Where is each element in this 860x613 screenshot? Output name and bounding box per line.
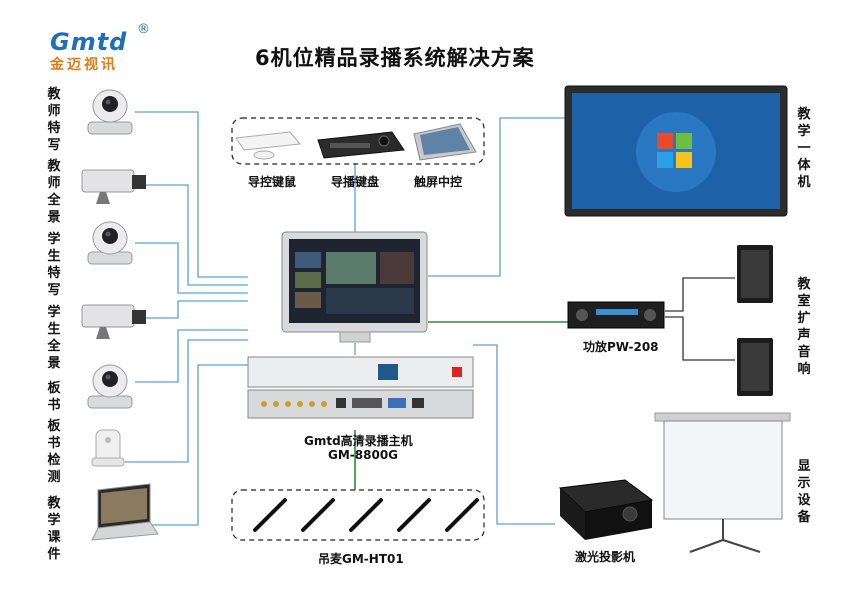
controls-group-border: [231, 117, 485, 165]
wire-teacher-wide: [145, 184, 248, 286]
tracking-sensor-icon: [91, 429, 125, 467]
laser-projector-icon: [558, 479, 654, 540]
projection-screen-icon: [654, 412, 791, 553]
hanging-mic-icon: [397, 498, 431, 532]
input-label-student-wide: 学生全景: [47, 305, 61, 371]
hanging-mic-icon: [445, 498, 479, 532]
box-camera-icon: [81, 169, 146, 204]
recording-host-icon: [247, 356, 474, 419]
output-label-projector: 激光投影机: [575, 550, 636, 564]
input-label-teacher-wide: 教师全景: [47, 159, 61, 225]
microphone-icons: [253, 498, 479, 532]
speaker-icon: [737, 338, 773, 396]
host-name: Gmtd高清录播主机: [304, 434, 413, 448]
output-label-screen: 显示设备: [797, 459, 811, 525]
ptz-camera-icon: [87, 364, 133, 409]
output-label-display: 教学一体机: [797, 107, 811, 190]
interactive-display-icon: [564, 85, 788, 217]
director-keyboard-icon: [317, 131, 405, 159]
control-label-touch-panel: 触屏中控: [414, 175, 463, 189]
page-title: 6机位精品录播系统解决方案: [255, 46, 535, 70]
hanging-mic-icon: [301, 498, 335, 532]
microphone-label: 吊麦GM-HT01: [318, 552, 404, 566]
ptz-camera-icon: [87, 89, 133, 135]
input-wires: [125, 111, 565, 526]
input-label-student-closeup: 学生特写: [47, 232, 61, 298]
wire-speaker-top: [665, 277, 735, 312]
wire-student-closeup: [135, 242, 248, 294]
input-label-courseware: 教学课件: [47, 496, 61, 562]
laptop-icon: [91, 483, 159, 541]
wire-projector: [473, 344, 555, 525]
wire-teacher-closeup: [135, 111, 248, 278]
wire-speaker-bottom: [665, 316, 735, 361]
keyboard-mouse-icon: [235, 131, 301, 160]
control-label-director-keyboard: 导播键盘: [331, 175, 380, 189]
touch-panel-icon: [413, 123, 477, 161]
control-label-keyboard-mouse: 导控键鼠: [248, 175, 297, 189]
brand-logo-subtitle: 金迈视讯: [50, 57, 118, 73]
hanging-mic-icon: [349, 498, 383, 532]
amplifier-icon: [567, 301, 665, 329]
wire-student-wide: [145, 300, 248, 319]
hanging-mic-icon: [253, 498, 287, 532]
speaker-icon: [737, 245, 773, 303]
wire-board: [135, 329, 248, 383]
box-camera-icon: [81, 304, 146, 339]
output-label-speakers: 教室扩声音响: [797, 277, 811, 377]
registered-mark: ®: [137, 22, 150, 37]
host-model: GM-8800G: [328, 448, 399, 462]
wire-board-sensor: [125, 339, 248, 463]
speaker-wires: [665, 277, 735, 361]
input-label-board-sensor: 板书检测: [47, 419, 61, 485]
input-label-teacher-closeup: 教师特写: [47, 87, 61, 153]
output-label-amp: 功放PW-208: [583, 340, 659, 354]
wire-courseware: [150, 364, 248, 526]
mics-group-border: [231, 489, 485, 541]
brand-logo-text: Gmtd: [50, 28, 128, 56]
input-label-board: 板书: [47, 381, 61, 413]
wire-display: [428, 117, 565, 277]
director-monitor-icon: [281, 231, 428, 343]
ptz-camera-icon: [87, 221, 133, 265]
